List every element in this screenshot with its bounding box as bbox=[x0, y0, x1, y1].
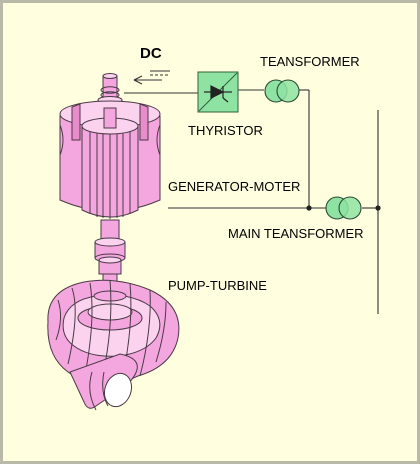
teansformer-label: TEANSFORMER bbox=[260, 54, 360, 69]
dc-arrow-icon bbox=[133, 70, 170, 85]
two-winding-transformer-icon bbox=[264, 79, 300, 103]
thyristor-block bbox=[197, 71, 239, 113]
thyristor-label: THYRISTOR bbox=[188, 123, 263, 138]
diode-symbol-icon bbox=[204, 85, 232, 103]
wiring bbox=[124, 89, 379, 314]
main-transformer-icon bbox=[325, 196, 362, 220]
junction-dot bbox=[306, 205, 312, 211]
pump-turbine bbox=[47, 279, 180, 411]
generator-motor bbox=[59, 73, 161, 295]
main-teansformer-label: MAIN TEANSFORMER bbox=[228, 226, 364, 241]
pump-turbine-label: PUMP-TURBINE bbox=[168, 278, 267, 293]
junction-dot bbox=[375, 205, 381, 211]
dc-label: DC bbox=[140, 45, 162, 62]
generator-moter-label: GENERATOR-MOTER bbox=[168, 179, 300, 194]
